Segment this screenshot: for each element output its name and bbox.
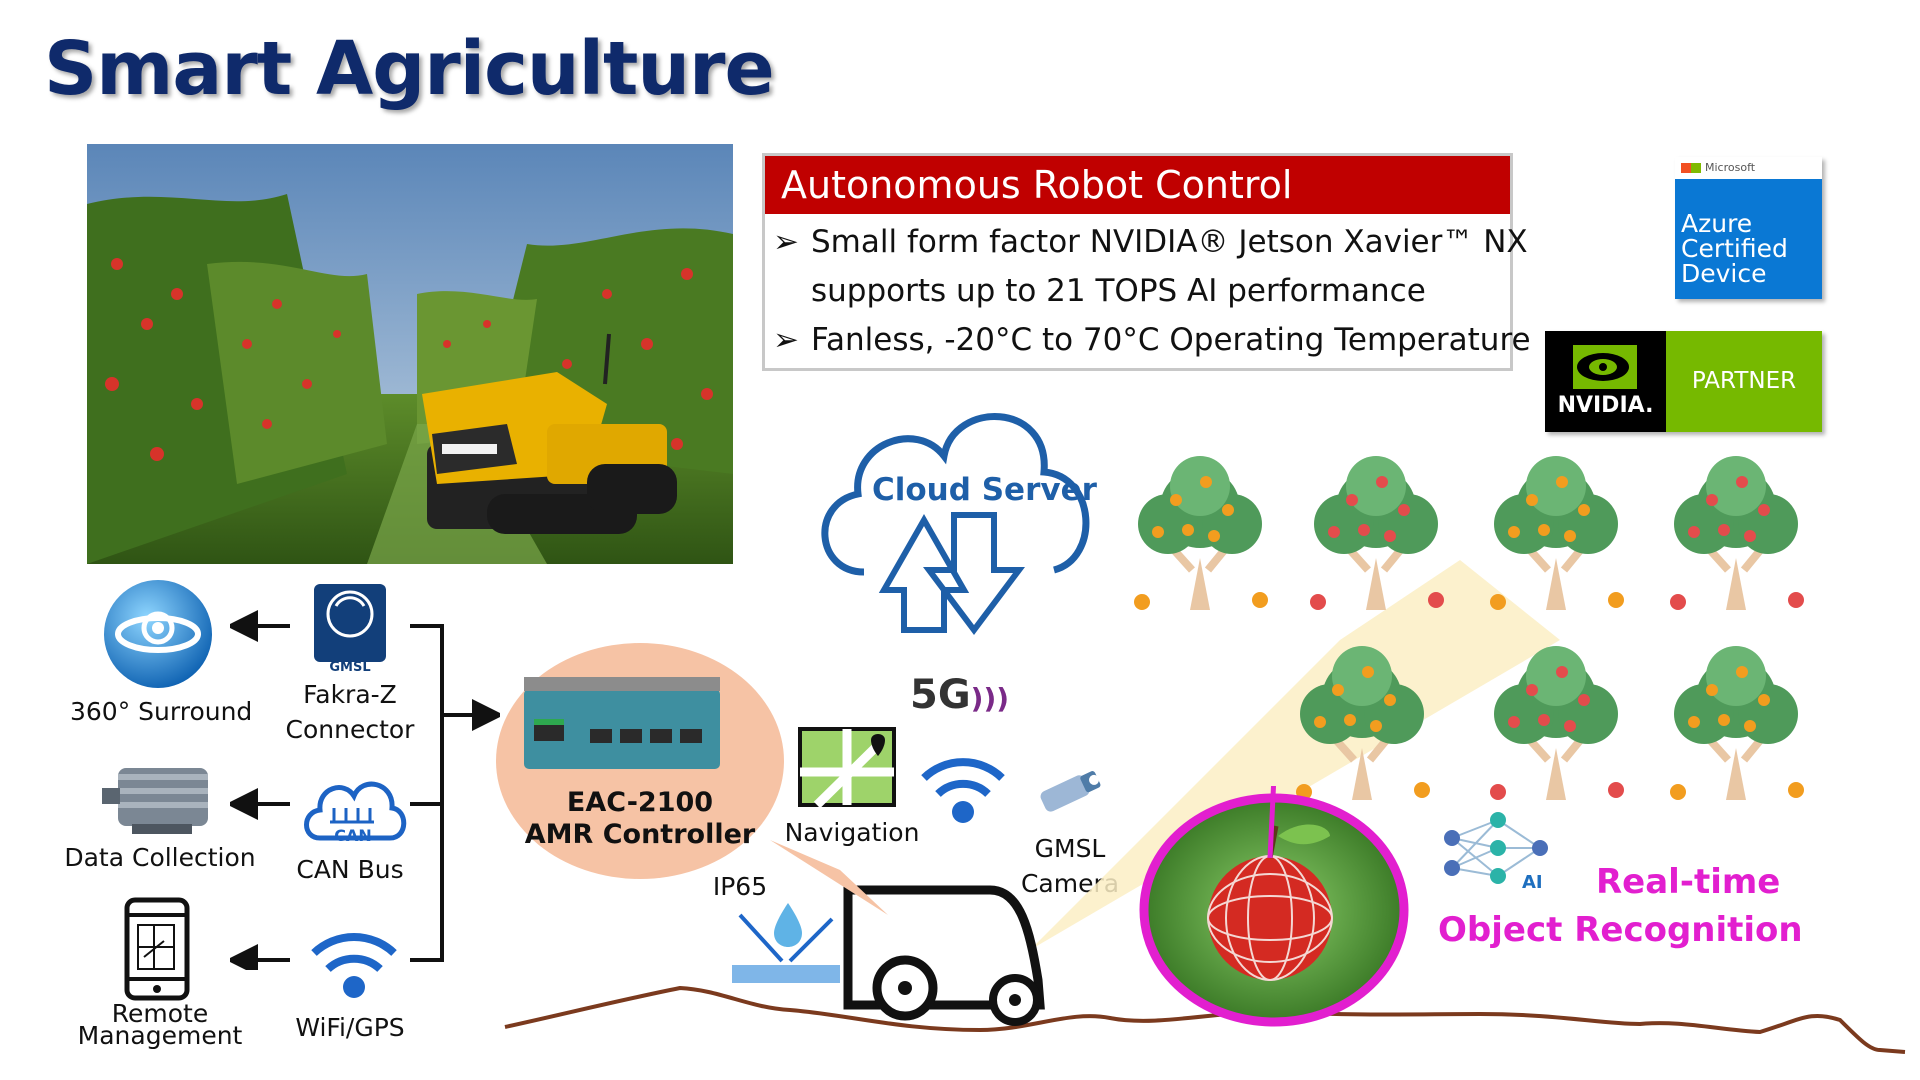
orchard-robot-photo: [87, 144, 733, 564]
tree-icon: [1490, 456, 1624, 610]
gmsl-badge-text: GMSL: [329, 660, 371, 675]
cloud-server-label: Cloud Server: [872, 472, 1097, 508]
nvidia-eye-icon: [1573, 345, 1637, 389]
navigation-map-icon: [798, 727, 896, 808]
surround-view-icon: [104, 580, 212, 688]
can-bus-label: CAN Bus: [296, 855, 404, 884]
ip65-label: IP65: [712, 872, 768, 901]
object-recognition-label: Object Recognition: [1438, 910, 1803, 950]
motor-icon: [102, 768, 208, 834]
bullet-marker: ➢: [773, 322, 799, 358]
tree-icon: [1670, 456, 1804, 610]
controller-bubble: [496, 643, 784, 879]
left-connector-lines: [230, 610, 500, 970]
surround-label: 360° Surround: [70, 697, 253, 726]
wifi-gps-label: WiFi/GPS: [295, 1013, 405, 1042]
robot-bullet-1-cont: supports up to 21 TOPS AI performance: [811, 273, 1426, 309]
bullet-marker: ➢: [773, 224, 799, 260]
azure-line: Azure: [1681, 209, 1753, 238]
tree-icon: [1134, 456, 1268, 610]
remote-management-label: Remote Management: [77, 999, 243, 1050]
can-bus-icon: [304, 781, 407, 841]
smartphone-icon: [124, 897, 190, 1001]
robot-control-panel: Autonomous Robot Control ➢Small form fac…: [762, 153, 1531, 371]
tree-icon: [1296, 646, 1430, 800]
realtime-label: Real-time: [1596, 862, 1781, 902]
ai-network-icon: [1444, 812, 1548, 884]
nvidia-partner-badge: NVIDIA. PARTNER: [1545, 331, 1822, 432]
azure-line: Device: [1681, 259, 1767, 288]
partner-label: PARTNER: [1666, 331, 1822, 432]
azure-line: Certified: [1681, 234, 1788, 263]
tree-icon: [1490, 646, 1624, 800]
fakra-connector-label: Fakra-Z Connector: [285, 680, 415, 744]
gmsl-camera-label: GMSL Camera: [1020, 834, 1120, 898]
cloud-server-icon: [821, 413, 1090, 635]
robot-control-heading: Autonomous Robot Control: [765, 156, 1510, 214]
robot-bullet-2: ➢Fanless, -20°C to 70°C Operating Temper…: [773, 322, 1531, 358]
controller-label: EAC-2100 AMR Controller: [524, 787, 756, 851]
data-collection-label: Data Collection: [64, 843, 256, 872]
nvidia-wordmark: NVIDIA.: [1557, 393, 1654, 418]
tree-icon: [1670, 646, 1804, 800]
microsoft-logo: Microsoft: [1675, 157, 1822, 179]
waterproof-icon: [732, 903, 840, 983]
apple-recognition-icon: [1139, 786, 1409, 1027]
azure-certified-badge: Microsoft Azure Certified Device: [1675, 157, 1822, 299]
gmsl-camera-icon: [1040, 771, 1101, 812]
tree-icon: [1310, 456, 1444, 610]
fiveg-label: 5G))): [910, 672, 1010, 718]
wireless-signal-icon: [921, 758, 1005, 823]
robot-bullet-1: ➢Small form factor NVIDIA® Jetson Xavier…: [773, 224, 1528, 260]
navigation-label: Navigation: [784, 818, 920, 847]
ai-label: AI: [1522, 872, 1543, 893]
can-badge-text: CAN: [334, 826, 372, 845]
gmsl-connector-icon: [314, 584, 386, 662]
robot-vehicle-icon: [843, 885, 1045, 1010]
apple-trees-grid: [1128, 440, 1848, 800]
wifi-icon: [311, 933, 397, 998]
page-title: Smart Agriculture: [44, 26, 775, 112]
